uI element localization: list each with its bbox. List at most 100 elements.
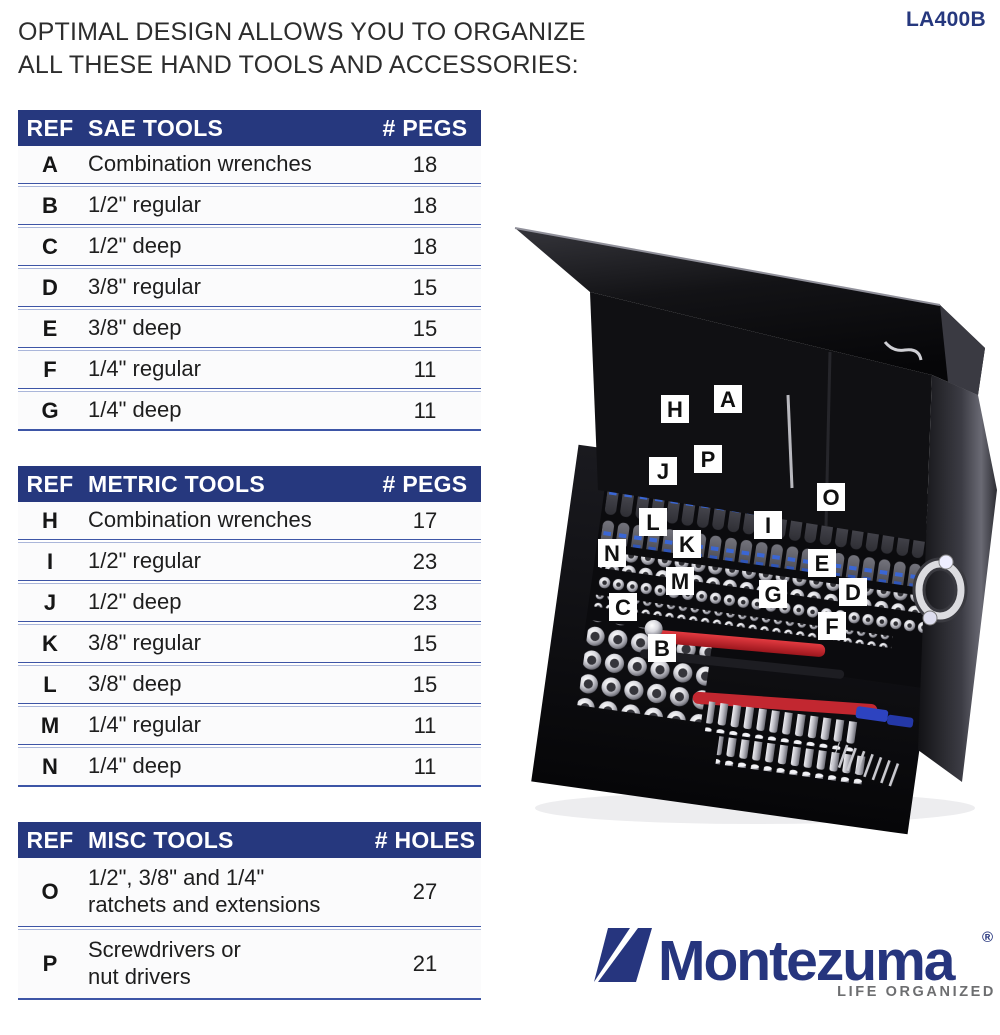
row-count: 11 bbox=[413, 356, 437, 382]
row-count: 11 bbox=[413, 712, 437, 738]
registered-mark: ® bbox=[982, 929, 993, 946]
brand-name: Montezuma bbox=[658, 929, 957, 993]
model-number: LA400B bbox=[906, 8, 986, 31]
toolbox-label-I: I bbox=[754, 511, 782, 539]
row-tool: Combination wrenches bbox=[88, 507, 312, 533]
row-ref: L bbox=[43, 671, 57, 697]
row-ref: A bbox=[42, 151, 58, 177]
svg-text:B: B bbox=[654, 636, 670, 661]
column-header-ref: REF bbox=[26, 114, 74, 141]
heading-line-1: OPTIMAL DESIGN ALLOWS YOU TO ORGANIZE bbox=[18, 18, 586, 46]
row-ref: M bbox=[40, 712, 60, 738]
column-header-count: # PEGS bbox=[382, 470, 468, 497]
toolbox-label-G: G bbox=[759, 580, 787, 608]
row-ref: F bbox=[43, 356, 57, 382]
row-separator bbox=[18, 703, 481, 707]
heading-line-2: ALL THESE HAND TOOLS AND ACCESSORIES: bbox=[18, 51, 579, 79]
svg-text:A: A bbox=[720, 387, 736, 412]
row-count: 17 bbox=[412, 507, 438, 533]
row-separator bbox=[18, 347, 481, 351]
column-header-category: SAE TOOLS bbox=[88, 114, 224, 141]
row-separator bbox=[18, 183, 481, 187]
row-tool: 3/8" deep bbox=[88, 671, 182, 697]
row-ref: O bbox=[41, 879, 59, 904]
table-bottom-rule bbox=[18, 429, 481, 431]
montezuma-logo-mark bbox=[594, 928, 652, 982]
row-tool: 1/2" regular bbox=[88, 548, 201, 574]
column-header-count: # PEGS bbox=[382, 114, 468, 141]
svg-text:K: K bbox=[679, 532, 695, 557]
table-bottom-rule bbox=[18, 785, 481, 787]
column-header-ref: REF bbox=[26, 470, 74, 497]
row-ref: N bbox=[42, 753, 58, 779]
lid-support-rod bbox=[786, 394, 794, 489]
row-count: 15 bbox=[412, 315, 438, 341]
page-heading: OPTIMAL DESIGN ALLOWS YOU TO ORGANIZE AL… bbox=[18, 16, 638, 82]
misc-table-body: O 1/2", 3/8" and 1/4" ratchets and extens… bbox=[18, 858, 481, 1000]
row-count: 11 bbox=[413, 753, 437, 779]
row-separator bbox=[18, 388, 481, 392]
row-separator bbox=[18, 539, 481, 543]
metric-table-header: REF METRIC TOOLS # PEGS bbox=[18, 466, 481, 502]
table-row: G 1/4" deep 11 bbox=[18, 392, 481, 429]
row-tool: 1/2" regular bbox=[88, 192, 201, 218]
toolbox-label-C: C bbox=[609, 593, 637, 621]
misc-table-header: REF MISC TOOLS # HOLES bbox=[18, 822, 481, 858]
row-ref: P bbox=[42, 951, 58, 976]
row-ref: D bbox=[42, 274, 58, 300]
column-header-category: METRIC TOOLS bbox=[88, 470, 265, 497]
row-ref: I bbox=[46, 548, 54, 574]
svg-text:F: F bbox=[825, 614, 838, 639]
row-separator bbox=[18, 224, 481, 228]
row-ref: K bbox=[42, 630, 58, 656]
row-count: 15 bbox=[412, 671, 438, 697]
row-count: 11 bbox=[413, 397, 437, 423]
svg-text:E: E bbox=[815, 551, 830, 576]
table-row: O 1/2", 3/8" and 1/4" ratchets and extens… bbox=[18, 858, 481, 926]
toolbox-label-E: E bbox=[808, 549, 836, 577]
row-tool: Combination wrenches bbox=[88, 151, 312, 177]
row-ref: J bbox=[43, 589, 57, 615]
svg-text:J: J bbox=[657, 459, 669, 484]
row-ref: G bbox=[41, 397, 59, 423]
table-row: A Combination wrenches 18 bbox=[18, 146, 481, 183]
row-ref: E bbox=[42, 315, 58, 341]
sae-tools-table: REF SAE TOOLS # PEGS A Combination wrench… bbox=[18, 110, 481, 431]
row-separator bbox=[18, 662, 481, 666]
column-header-category: MISC TOOLS bbox=[88, 826, 234, 853]
row-tool: 1/4" deep bbox=[88, 397, 182, 423]
row-tool: 1/2", 3/8" and 1/4" ratchets and extensi… bbox=[88, 865, 321, 917]
row-tool: 3/8" regular bbox=[88, 274, 201, 300]
row-count: 18 bbox=[412, 151, 438, 177]
row-ref: B bbox=[42, 192, 58, 218]
toolbox-label-H: H bbox=[661, 395, 689, 423]
svg-text:C: C bbox=[615, 595, 631, 620]
svg-text:G: G bbox=[764, 582, 781, 607]
toolbox-label-N: N bbox=[598, 539, 626, 567]
toolbox-label-D: D bbox=[839, 578, 867, 606]
row-count: 27 bbox=[412, 879, 438, 904]
row-separator bbox=[18, 621, 481, 625]
svg-text:N: N bbox=[604, 541, 620, 566]
table-row: L 3/8" deep 15 bbox=[18, 666, 481, 703]
toolbox-lid bbox=[515, 228, 985, 395]
row-count: 15 bbox=[412, 274, 438, 300]
svg-text:D: D bbox=[845, 580, 861, 605]
sae-table-header: REF SAE TOOLS # PEGS bbox=[18, 110, 481, 146]
svg-text:O: O bbox=[822, 485, 839, 510]
row-separator bbox=[18, 265, 481, 269]
column-header-count: # HOLES bbox=[374, 826, 476, 853]
